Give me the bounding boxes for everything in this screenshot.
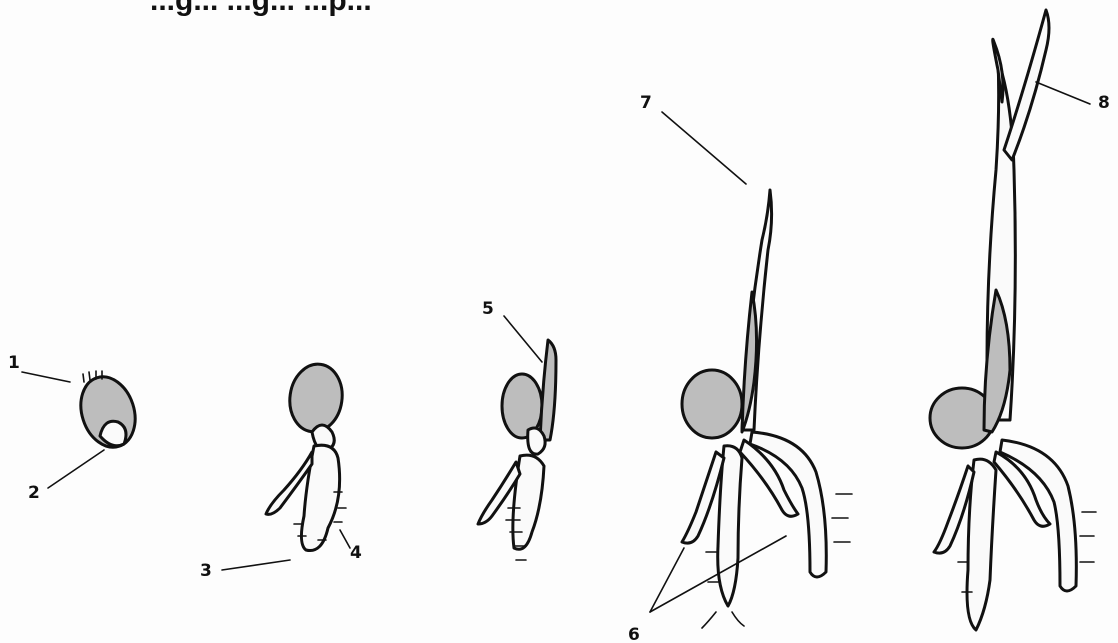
leader-line-1: [22, 372, 70, 382]
leader-line-3: [222, 560, 290, 570]
stage-3-coleoptile: [478, 340, 556, 560]
leader-line-5: [504, 316, 542, 362]
label-7: 7: [640, 93, 652, 113]
label-8: 8: [1098, 93, 1110, 113]
label-6: 6: [628, 625, 640, 643]
stage-5-seedling: [930, 10, 1096, 630]
stage-4-first-leaf: [682, 190, 852, 628]
leader-line-2: [48, 450, 104, 488]
label-1: 1: [8, 353, 20, 373]
label-4: 4: [350, 543, 362, 563]
label-2: 2: [28, 483, 40, 503]
leader-line-7: [662, 112, 746, 184]
seed-body: [286, 361, 347, 436]
label-5: 5: [482, 299, 494, 319]
node: [528, 428, 545, 454]
coleoptile: [540, 340, 556, 440]
title-fragment: ...g... ...g... ...p...: [150, 0, 372, 17]
stage-2-radicle: [266, 361, 346, 551]
leader-line-4: [340, 530, 350, 548]
label-3: 3: [200, 561, 212, 581]
seed-body: [682, 370, 742, 438]
stage-1-seed: [72, 370, 144, 455]
leader-line-8: [1036, 82, 1090, 104]
